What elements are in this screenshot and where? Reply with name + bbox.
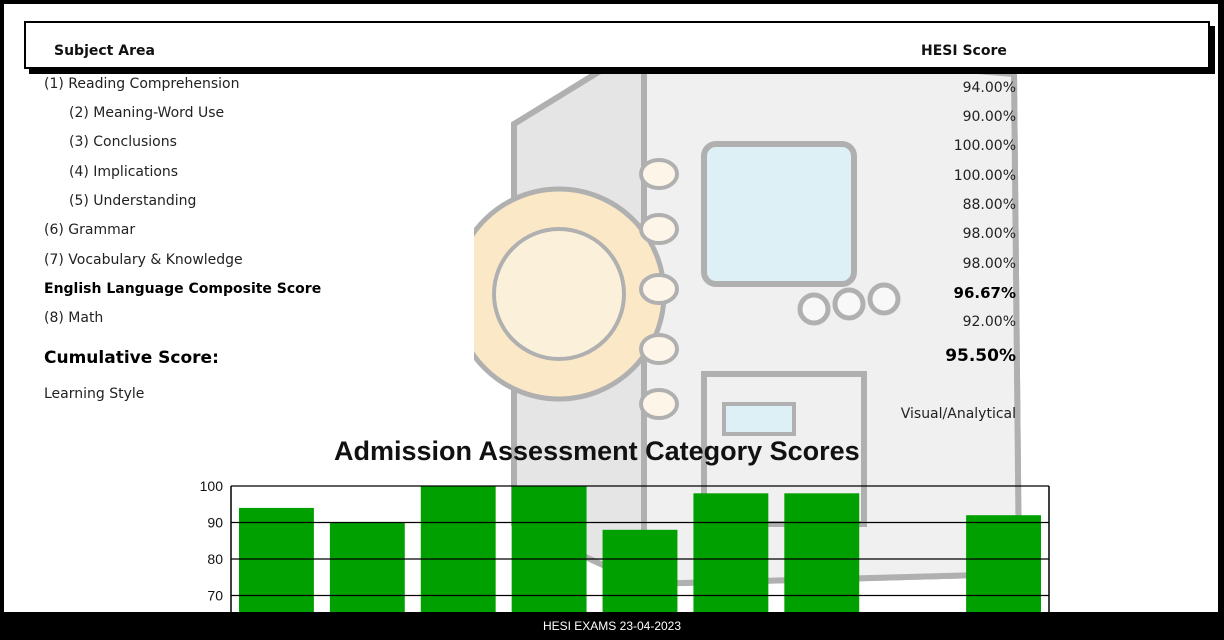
y-tick-label: 70 xyxy=(207,588,223,604)
row-value: 88.00% xyxy=(962,197,1016,213)
table-row: (5) Understanding 88.00% xyxy=(44,193,1016,215)
chart-bar xyxy=(239,507,314,612)
chart-bar xyxy=(966,515,1041,612)
chart-bar xyxy=(420,486,496,612)
row-label: (2) Meaning-Word Use xyxy=(69,105,225,121)
table-row: (2) Meaning-Word Use 90.00% xyxy=(44,105,1016,127)
chart-bar xyxy=(329,522,405,612)
chart-bar xyxy=(511,486,587,612)
chart-bar xyxy=(693,493,769,612)
row-label: (1) Reading Comprehension xyxy=(44,76,240,92)
footer-caption: HESI EXAMS 23-04-2023 xyxy=(0,612,1224,634)
cumulative-label: Cumulative Score: xyxy=(44,348,219,368)
row-value: 96.67% xyxy=(953,284,1016,302)
report-page: Subject Area HESI Score (1) Reading Comp… xyxy=(4,4,1218,612)
chart-bar xyxy=(602,529,678,612)
table-row: (4) Implications 100.00% xyxy=(44,164,1016,186)
subject-area-header: Subject Area xyxy=(54,43,155,59)
row-value: 90.00% xyxy=(962,109,1016,125)
row-label: English Language Composite Score xyxy=(44,281,322,297)
chart-bar xyxy=(784,493,860,612)
row-value: 100.00% xyxy=(953,168,1016,184)
table-row: (3) Conclusions 100.00% xyxy=(44,134,1016,156)
row-label: (8) Math xyxy=(44,310,104,326)
score-table: (1) Reading Comprehension 94.00% (2) Mea… xyxy=(44,76,1016,436)
cumulative-score-row: Cumulative Score: 95.50% xyxy=(44,346,1016,372)
table-row: (1) Reading Comprehension 94.00% xyxy=(44,76,1016,98)
learning-style-value: Visual/Analytical xyxy=(900,406,1016,422)
y-tick-label: 90 xyxy=(207,515,223,531)
row-value: 98.00% xyxy=(962,256,1016,272)
table-row: (8) Math 92.00% xyxy=(44,310,1016,332)
row-label: (4) Implications xyxy=(69,164,179,180)
row-label: (6) Grammar xyxy=(44,222,136,238)
row-value: 94.00% xyxy=(962,80,1016,96)
table-header: Subject Area HESI Score xyxy=(24,21,1210,69)
row-label: (5) Understanding xyxy=(69,193,197,209)
cumulative-value: 95.50% xyxy=(945,346,1016,366)
row-value: 92.00% xyxy=(962,314,1016,330)
table-row: (6) Grammar 98.00% xyxy=(44,222,1016,244)
chart-title: Admission Assessment Category Scores xyxy=(334,436,860,466)
table-row: (7) Vocabulary & Knowledge 98.00% xyxy=(44,252,1016,274)
learning-style-label: Learning Style xyxy=(44,386,145,402)
y-tick-label: 100 xyxy=(200,478,224,494)
row-value: 100.00% xyxy=(953,138,1016,154)
composite-score-row: English Language Composite Score 96.67% xyxy=(44,281,1016,303)
learning-style-row: Learning Style Visual/Analytical xyxy=(44,386,1016,426)
category-scores-chart: 70 80 90 100 xyxy=(200,478,1050,612)
row-label: (7) Vocabulary & Knowledge xyxy=(44,252,243,268)
hesi-score-header: HESI Score xyxy=(921,43,1007,59)
safe-watermark-icon xyxy=(474,40,1023,588)
row-label: (3) Conclusions xyxy=(69,134,177,150)
y-tick-label: 80 xyxy=(207,551,223,567)
row-value: 98.00% xyxy=(962,226,1016,242)
